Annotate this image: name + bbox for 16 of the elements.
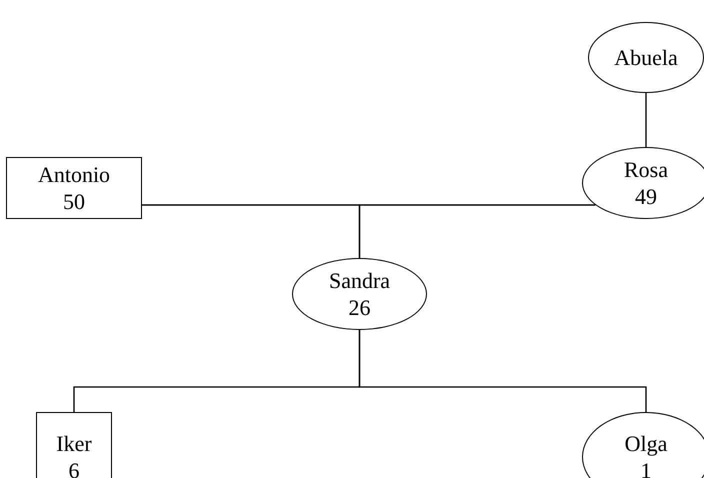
family-line <box>358 330 647 412</box>
person-name: Olga <box>624 430 668 457</box>
person-name: Sandra <box>328 267 390 294</box>
male-box <box>6 157 142 219</box>
person-name: Rosa <box>624 156 668 183</box>
family-line <box>645 93 647 147</box>
person-name: Antonio <box>38 161 110 188</box>
person-age: 26 <box>348 294 370 321</box>
person-age: 50 <box>63 188 85 215</box>
person-name: Iker <box>56 430 92 457</box>
family-line <box>358 204 596 258</box>
person-age: 1 <box>640 457 652 478</box>
person-age: 6 <box>68 457 80 478</box>
person-name: Abuela <box>614 44 678 71</box>
person-age: 49 <box>635 183 657 210</box>
male-box <box>36 412 112 478</box>
